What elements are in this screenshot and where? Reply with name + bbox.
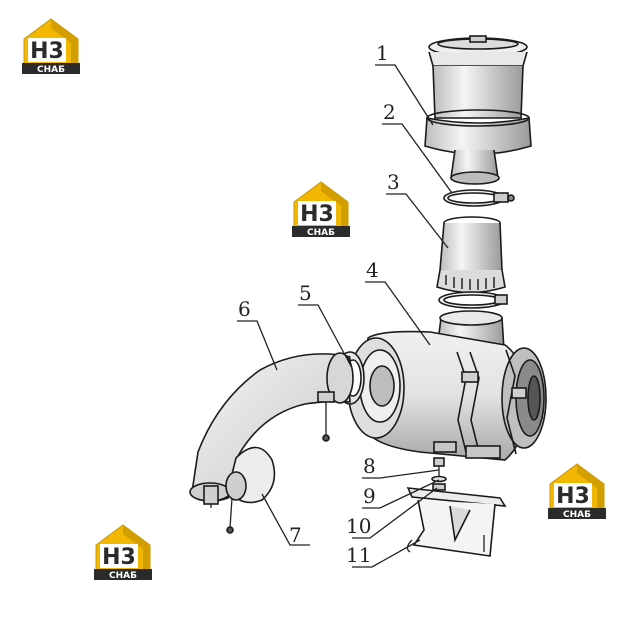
callout-9: 9 [363,484,376,508]
part-11-mounting-bracket [406,487,507,557]
callout-3: 3 [387,170,400,194]
part-10-nut [432,483,446,491]
callout-2: 2 [383,100,396,124]
logo-caption: CHAБ [109,571,137,581]
callout-7: 7 [289,523,302,547]
callout-5: 5 [299,281,312,305]
callout-11: 11 [346,543,371,567]
part-1-outlet-neck [450,149,500,185]
logo-caption: CHAБ [307,228,335,238]
callout-10: 10 [346,514,371,538]
part-6-elbow-hose [189,352,354,508]
logo-caption: CHAБ [563,510,591,520]
callout-4: 4 [366,258,379,282]
part-7-dust-valve [225,446,276,534]
callout-6: 6 [238,297,251,321]
part-3-intake-pipe [436,216,508,309]
part-4-filter-housing [347,310,547,461]
brand-logo-right: CHAБ [547,463,607,520]
part-1-precleaner-cap [424,35,532,155]
part-9-washer [431,475,447,483]
brand-logo-center: CHAБ [291,181,351,238]
callout-leaders [237,64,453,568]
callout-labels: 1 2 3 4 5 6 7 8 9 10 11 [238,41,400,567]
part-8-bolt [433,457,445,476]
callout-8: 8 [363,454,376,478]
brand-logo-bottom-left: CHAБ [93,524,153,581]
logo-caption: CHAБ [37,65,65,75]
pipe-rib-marks [445,275,495,290]
brand-logo-top-left: CHAБ [21,18,81,75]
callout-1: 1 [376,41,389,65]
part-2-hose-clamp [443,189,515,207]
